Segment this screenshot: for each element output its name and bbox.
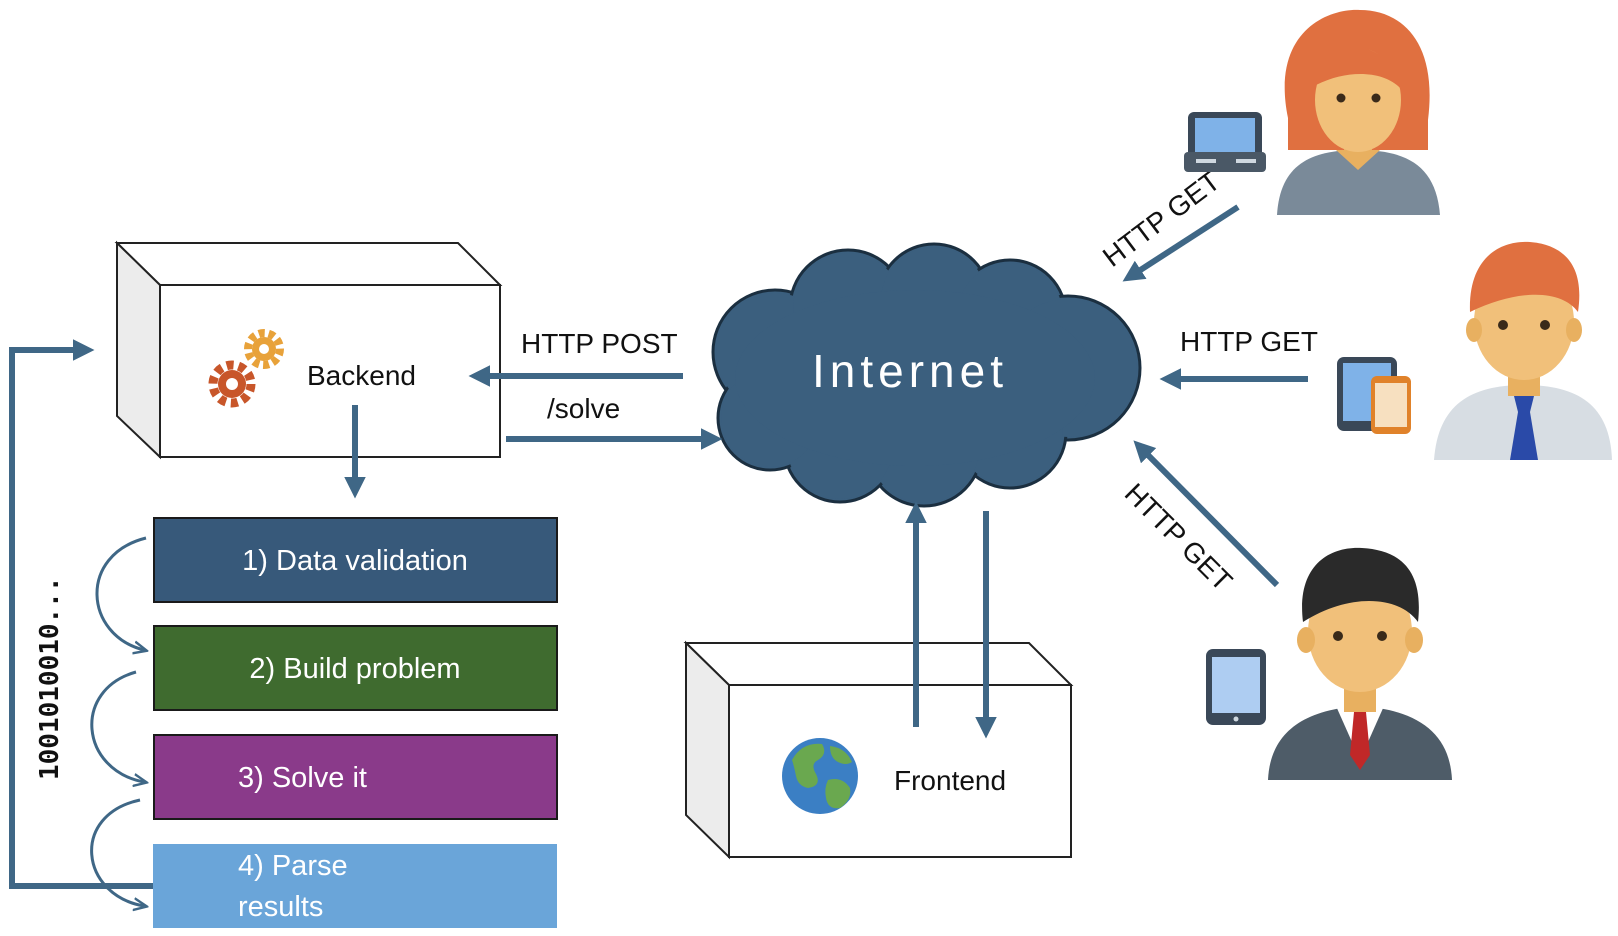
pipeline-steps: 1) Data validation 2) Build problem 3) S… xyxy=(153,517,558,928)
internet-cloud: Internet xyxy=(711,242,1142,508)
step-4-box xyxy=(153,844,557,928)
woman-user-icon xyxy=(1277,9,1440,215)
frontend-label: Frontend xyxy=(894,765,1006,796)
businessman-user-icon xyxy=(1268,547,1452,780)
curve-arrow-1-2 xyxy=(95,536,146,650)
user-1-get-arrow xyxy=(1122,204,1240,282)
gears-icon xyxy=(208,329,284,408)
step-1-box xyxy=(153,517,558,603)
http-get-label-mid: HTTP GET xyxy=(1180,326,1318,357)
backend-label: Backend xyxy=(307,360,416,391)
backend-server: Backend xyxy=(114,240,503,460)
step-2-box xyxy=(153,625,558,711)
step-4-label-line1: 4) Parse xyxy=(238,850,348,882)
http-get-label-bottom: HTTP GET xyxy=(1119,477,1238,596)
phone-tablet-icon xyxy=(1337,357,1411,434)
frontend-server: Frontend xyxy=(683,640,1074,860)
laptop-icon xyxy=(1184,112,1266,172)
curve-arrow-2-3 xyxy=(90,670,144,782)
user-3-get-arrow xyxy=(1133,440,1280,588)
solve-endpoint-label: /solve xyxy=(547,393,620,424)
internet-label: Internet xyxy=(812,345,1008,397)
step-3-box xyxy=(153,734,558,820)
step-4-label-line2: results xyxy=(238,891,323,923)
step-3-label: 3) Solve it xyxy=(238,762,367,794)
man-user-icon xyxy=(1434,241,1612,460)
tablet-icon xyxy=(1206,649,1266,725)
globe-icon xyxy=(782,738,858,814)
step-2-label: 2) Build problem xyxy=(249,653,460,685)
loop-back-arrow xyxy=(9,339,153,889)
curve-arrow-3-4 xyxy=(90,798,144,906)
step-1-label: 1) Data validation xyxy=(242,545,468,577)
http-post-label: HTTP POST xyxy=(521,328,678,359)
binary-stream-label: 1001010010... xyxy=(35,577,65,781)
